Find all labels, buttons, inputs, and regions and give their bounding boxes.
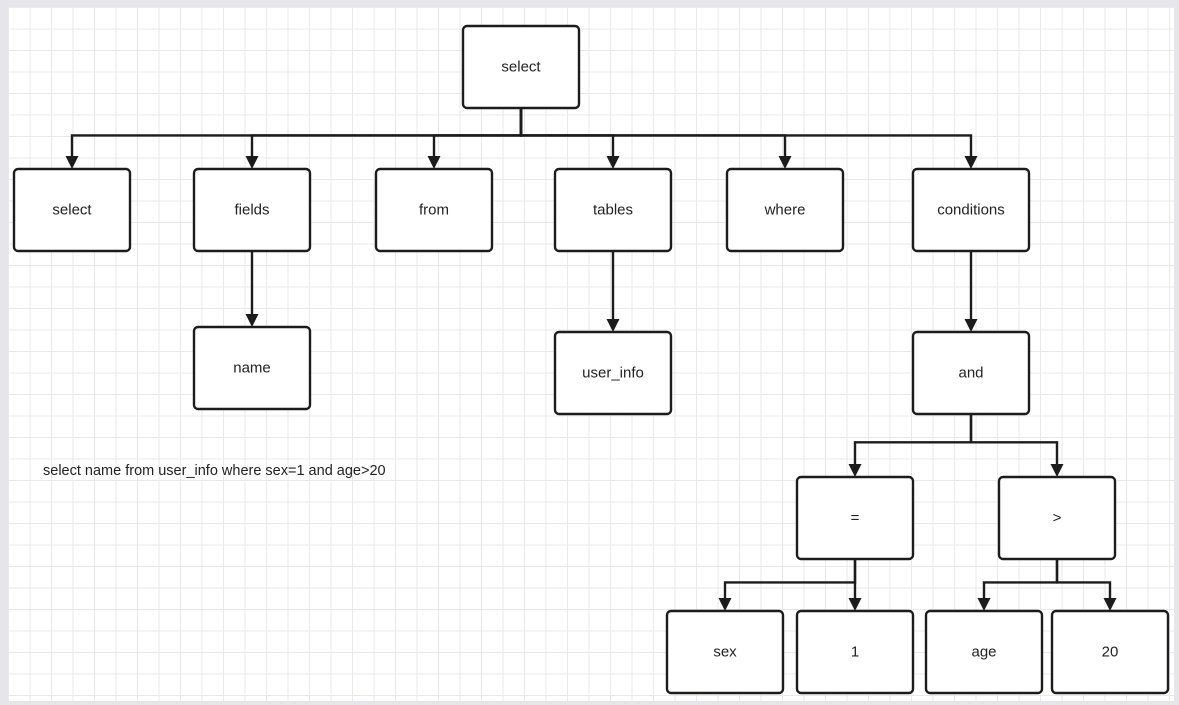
node-label: from	[419, 202, 449, 219]
arrowhead-icon	[718, 598, 732, 611]
edge-root-to-tables	[519, 108, 615, 157]
arrowhead-icon	[848, 464, 862, 477]
node-box	[192, 167, 312, 253]
edge-gt_op-to-age	[982, 559, 1059, 599]
arrowhead-icon	[977, 598, 991, 611]
node-age: age	[924, 609, 1044, 695]
node-box	[795, 475, 915, 561]
arrowhead-icon	[848, 598, 862, 611]
node-label: and	[958, 365, 983, 382]
node-label: 20	[1102, 644, 1119, 661]
arrowhead-icon	[1103, 598, 1117, 611]
node-and-op: and	[911, 330, 1031, 416]
nodes-layer: select select fields from tables where conditi…	[12, 24, 1170, 695]
arrowhead-icon	[245, 156, 259, 169]
diagram-canvas: select select fields from tables where conditi…	[8, 7, 1174, 701]
edge-and_op-to-eq_op	[853, 414, 973, 465]
node-box	[461, 24, 581, 110]
node-label: select	[52, 202, 92, 219]
node-label: conditions	[937, 202, 1005, 219]
node-label: sex	[713, 644, 737, 661]
node-box	[795, 609, 915, 695]
node-select-kw: select	[12, 167, 132, 253]
node-one: 1	[795, 609, 915, 695]
edge-eq_op-to-sex	[723, 559, 857, 599]
edges-layer	[65, 108, 1117, 611]
node-from-kw: from	[374, 167, 494, 253]
edge-gt_op-to-twenty	[1055, 559, 1112, 599]
arrowhead-icon	[245, 314, 259, 327]
node-box	[911, 330, 1031, 416]
arrowhead-icon	[606, 319, 620, 332]
arrowhead-icon	[964, 156, 978, 169]
node-label: >	[1053, 510, 1062, 527]
node-box	[911, 167, 1031, 253]
node-name: name	[192, 325, 312, 411]
node-tables: tables	[553, 167, 673, 253]
node-twenty: 20	[1050, 609, 1170, 695]
node-box	[924, 609, 1044, 695]
node-box	[553, 330, 673, 416]
arrowhead-icon	[1050, 464, 1064, 477]
edge-root-to-select_kw	[70, 108, 523, 157]
node-box	[553, 167, 673, 253]
node-label: tables	[593, 202, 633, 219]
node-gt-op: >	[997, 475, 1117, 561]
node-conditions: conditions	[911, 167, 1031, 253]
node-label: select	[501, 59, 541, 76]
node-where-kw: where	[725, 167, 845, 253]
node-user-info: user_info	[553, 330, 673, 416]
node-label: =	[851, 510, 860, 527]
arrowhead-icon	[964, 319, 978, 332]
node-box	[997, 475, 1117, 561]
node-label: age	[971, 644, 996, 661]
node-box	[665, 609, 785, 695]
edge-root-to-from_kw	[432, 108, 523, 157]
node-box	[192, 325, 312, 411]
node-box	[725, 167, 845, 253]
node-box	[1050, 609, 1170, 695]
node-box	[374, 167, 494, 253]
node-box	[12, 167, 132, 253]
edge-root-to-where_kw	[519, 108, 787, 157]
node-label: user_info	[582, 365, 644, 382]
syntax-tree-diagram: select select fields from tables where conditi…	[12, 24, 1170, 695]
node-label: 1	[851, 644, 859, 661]
node-label: name	[233, 360, 271, 377]
edge-root-to-fields	[250, 108, 523, 157]
arrowhead-icon	[606, 156, 620, 169]
sql-query-text: select name from user_info where sex=1 a…	[43, 463, 386, 479]
arrowhead-icon	[778, 156, 792, 169]
edge-and_op-to-gt_op	[969, 414, 1059, 465]
arrowhead-icon	[65, 156, 79, 169]
node-sex: sex	[665, 609, 785, 695]
node-root: select	[461, 24, 581, 110]
node-fields: fields	[192, 167, 312, 253]
edge-root-to-conditions	[519, 108, 973, 157]
node-label: where	[764, 202, 806, 219]
arrowhead-icon	[427, 156, 441, 169]
node-label: fields	[234, 202, 269, 219]
node-eq-op: =	[795, 475, 915, 561]
